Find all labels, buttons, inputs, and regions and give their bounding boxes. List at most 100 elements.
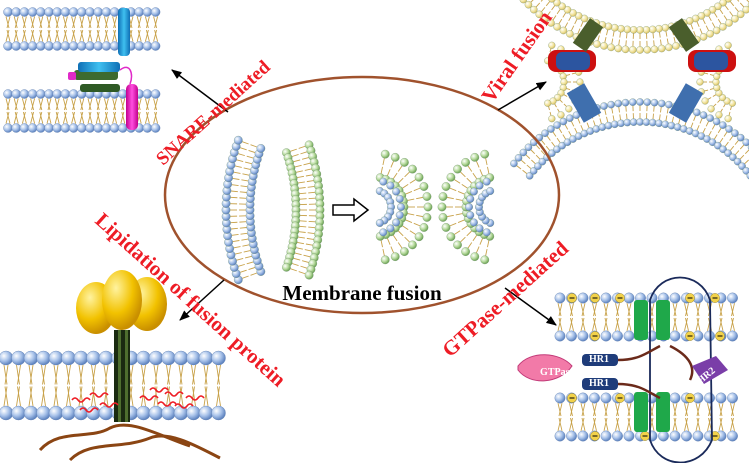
- lipid-head: [636, 118, 644, 126]
- lipid-tail: [53, 386, 59, 407]
- lipid-head: [44, 41, 54, 51]
- lipid-tail: [615, 317, 620, 331]
- lipid-head: [77, 41, 87, 51]
- lipid-tail: [153, 16, 159, 29]
- lipid-head: [566, 114, 574, 122]
- lipid-head: [548, 149, 556, 157]
- lipid-head: [211, 405, 226, 421]
- lipid-tail: [712, 94, 717, 97]
- lipid-head: [669, 392, 681, 404]
- lipid-head: [576, 78, 584, 86]
- lipid-tail: [46, 29, 52, 42]
- gtpase-tm-segment: [634, 300, 648, 340]
- lipid-tail: [241, 238, 249, 241]
- lipidation-protein-lobe: [102, 270, 142, 330]
- lipid-tail: [626, 403, 632, 417]
- lipid-head: [142, 123, 153, 133]
- lipid-head: [548, 115, 556, 123]
- lipid-head: [729, 153, 737, 162]
- lipid-tail: [307, 185, 315, 188]
- lipid-tail: [243, 250, 251, 253]
- lipid-tail: [5, 29, 11, 42]
- lipid-head: [3, 41, 13, 51]
- lipid-head: [742, 138, 749, 147]
- lipid-head: [742, 167, 749, 175]
- lipid-head: [480, 149, 490, 159]
- lipid-tail: [233, 171, 241, 174]
- lipid-head: [36, 7, 46, 17]
- lipid-head: [408, 240, 417, 250]
- lipid-tail: [672, 317, 678, 331]
- lipid-tail: [552, 15, 557, 21]
- lipid-tail: [21, 16, 27, 29]
- lipid-head: [150, 7, 161, 17]
- lipid-head: [742, 5, 749, 14]
- lipid-tail: [120, 98, 126, 111]
- lipid-tail: [46, 98, 52, 111]
- lipid-head: [617, 24, 625, 33]
- lipid-tail: [549, 111, 552, 116]
- lipid-head: [629, 26, 638, 34]
- lipid-head: [642, 118, 651, 126]
- lipid-tail: [392, 235, 398, 242]
- lipid-tail: [390, 161, 394, 168]
- lipid-head: [375, 219, 384, 227]
- lipid-tail: [554, 103, 557, 108]
- lipid-head: [44, 89, 54, 99]
- lipid-head: [27, 89, 38, 99]
- lipid-head: [11, 41, 21, 51]
- lipid-tail: [714, 12, 718, 18]
- lipid-head: [470, 252, 480, 262]
- lipid-tail: [413, 222, 421, 227]
- lipid-tail: [487, 166, 490, 174]
- lipid-tail: [626, 417, 632, 431]
- lipid-tail: [66, 386, 71, 407]
- lipid-tail: [38, 111, 44, 124]
- snare-complex-cyan: [78, 62, 120, 72]
- center-label: Membrane fusion: [282, 281, 442, 305]
- lipid-head: [600, 330, 612, 342]
- lipid-head: [565, 105, 573, 113]
- lipid-head: [557, 111, 565, 119]
- lipid-tail: [730, 403, 735, 417]
- lipid-tail: [298, 187, 306, 189]
- lipid-tail: [235, 165, 242, 168]
- lipid-tail: [580, 303, 586, 317]
- lipid-tail: [144, 16, 150, 29]
- lipid-head: [693, 108, 701, 117]
- lipid-head: [669, 330, 681, 342]
- lipid-tail: [559, 99, 563, 103]
- lipid-tail: [405, 219, 413, 223]
- lipid-head: [395, 211, 404, 220]
- lipid-tail: [546, 11, 551, 17]
- lipid-tail: [91, 386, 96, 407]
- lipid-tail: [416, 196, 423, 200]
- lipid-head: [68, 7, 79, 17]
- lipid-modification-chain: [89, 392, 109, 398]
- lipid-head: [553, 145, 561, 154]
- lipid-head: [554, 430, 566, 442]
- lipid-tail: [290, 148, 297, 152]
- lipid-tail: [191, 364, 196, 385]
- lipid-head: [282, 262, 291, 272]
- lipid-head: [19, 123, 30, 133]
- lipid-tail: [466, 177, 472, 184]
- lipid-head: [36, 123, 46, 133]
- lipid-head: [475, 224, 484, 233]
- lipid-tail: [238, 153, 245, 157]
- lipid-tail: [460, 171, 466, 178]
- lipid-tail: [695, 403, 701, 417]
- lipid-head: [256, 144, 266, 153]
- lipid-tail: [306, 237, 314, 240]
- lipid-tail: [5, 111, 11, 124]
- lipid-modification-chain: [164, 391, 184, 397]
- lipid-head: [61, 405, 76, 421]
- lipid-head: [136, 405, 151, 421]
- lipid-tail: [91, 364, 96, 385]
- lipid-head: [553, 121, 561, 129]
- lipid-head: [665, 43, 673, 52]
- lipid-tail: [407, 198, 415, 201]
- lipid-head: [524, 0, 533, 9]
- lipid-tail: [728, 111, 731, 116]
